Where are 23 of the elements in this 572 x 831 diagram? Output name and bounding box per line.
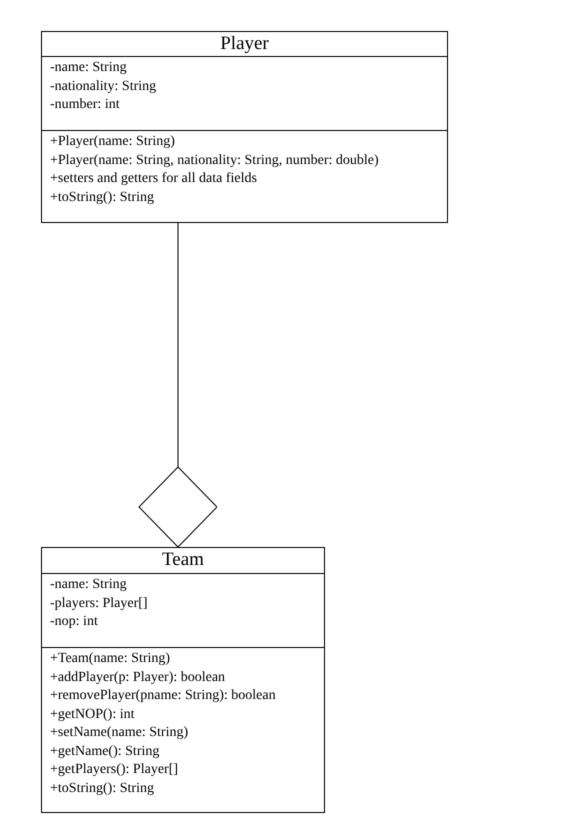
method-text: +getPlayers(): Player[] xyxy=(50,761,178,779)
method-text: +setName(name: String) xyxy=(50,724,188,742)
attribute-text: -name: String xyxy=(50,576,127,594)
method-text: +Player(name: String) xyxy=(50,133,175,151)
attribute-text: -players: Player[] xyxy=(50,594,148,612)
class-box xyxy=(41,547,325,813)
class-box xyxy=(41,31,448,223)
class-name: Player xyxy=(219,32,270,56)
attribute-text: -number: int xyxy=(50,96,120,114)
method-text: +toString(): String xyxy=(50,780,154,798)
method-text: +setters and getters for all data fields xyxy=(50,170,257,188)
method-text: +Player(name: String, nationality: String, number: double) xyxy=(50,152,379,170)
method-text: +getNOP(): int xyxy=(50,706,134,724)
method-text: +removePlayer(pname: String): boolean xyxy=(50,687,276,705)
class-name: Team xyxy=(161,548,205,572)
method-text: +addPlayer(p: Player): boolean xyxy=(50,668,226,686)
aggregation-line xyxy=(138,222,218,548)
attribute-text: -nationality: String xyxy=(50,78,156,96)
attribute-text: -name: String xyxy=(50,59,127,77)
method-text: +getName(): String xyxy=(50,742,160,760)
method-text: +toString(): String xyxy=(50,188,154,206)
attribute-text: -nop: int xyxy=(50,613,98,631)
method-text: +Team(name: String) xyxy=(50,650,170,668)
